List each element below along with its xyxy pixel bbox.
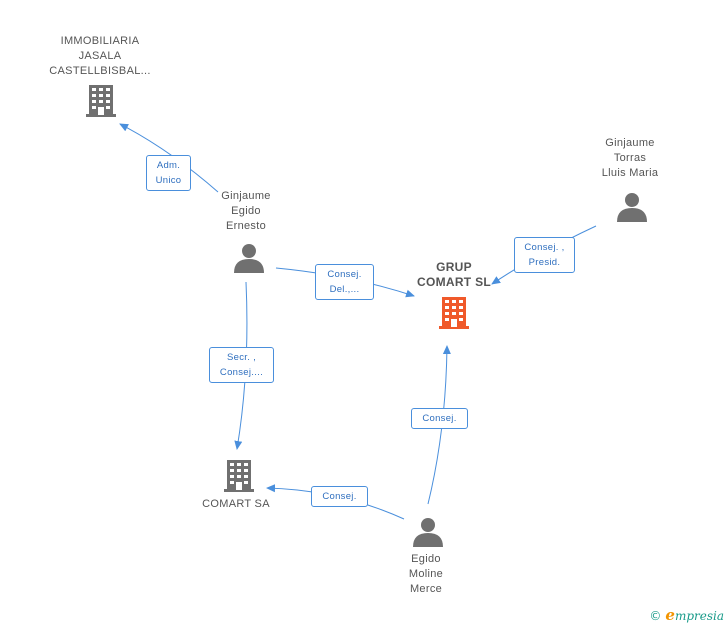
person-icon[interactable] [617,193,647,222]
building-icon[interactable] [439,297,469,329]
building-icon[interactable] [224,460,254,492]
person-icon[interactable] [413,518,443,547]
edge-label-adm-unico[interactable]: Adm. Unico [146,155,191,191]
edge-line-adm-unico [119,123,219,193]
empresia-watermark: ©empresia [649,606,724,624]
edge-label-consej-comart-sa[interactable]: Consej. [311,486,368,507]
node-label-immobiliaria[interactable]: IMMOBILIARIA JASALA CASTELLBISBAL... [49,35,151,77]
edge-label-consej-grup[interactable]: Consej. [411,408,468,429]
person-icon[interactable] [234,244,264,273]
brand-name: mpresia [674,609,724,623]
edge-label-consej-presid[interactable]: Consej. , Presid. [514,237,575,273]
copyright-symbol: © [649,609,662,623]
edge-label-consej-del[interactable]: Consej. Del.,... [315,264,374,300]
node-label-egido-merce[interactable]: Egido Moline Merce [408,553,444,595]
node-label-grup-comart[interactable]: GRUP COMART SL [416,260,492,289]
node-label-comart-sa[interactable]: COMART SA [202,498,270,510]
building-icon[interactable] [86,85,116,117]
node-label-ginjaume-lluis[interactable]: Ginjaume Torras Lluis Maria [601,137,659,179]
edge-label-secr-consej[interactable]: Secr. , Consej.... [209,347,274,383]
brand-initial: e [665,606,675,624]
node-label-ginjaume-ernesto[interactable]: Ginjaume Egido Ernesto [221,190,271,232]
